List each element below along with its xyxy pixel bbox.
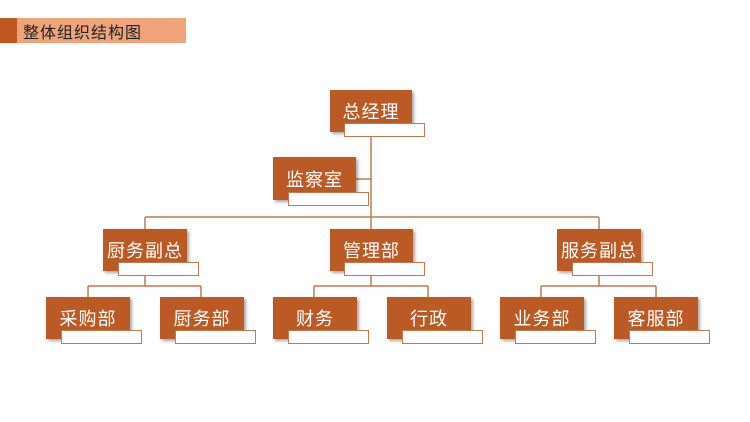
node-business-tag — [515, 330, 596, 344]
slide-title-bar: 整体组织结构图 — [0, 18, 186, 43]
node-finance-tag — [288, 330, 369, 344]
slide-title: 整体组织结构图 — [17, 18, 186, 43]
node-service-vp-tag — [572, 262, 653, 276]
node-admin-tag — [402, 330, 483, 344]
node-kitchen-tag — [175, 330, 256, 344]
node-supervision-tag — [288, 192, 369, 206]
node-purchasing-tag — [61, 330, 142, 344]
node-management-tag — [344, 262, 425, 276]
node-kitchen-vp-tag — [118, 262, 199, 276]
node-customer-service-tag — [629, 330, 710, 344]
node-ceo-tag — [344, 123, 425, 137]
node-kitchen-vp-label: 厨务副总 — [103, 229, 187, 271]
title-accent — [0, 18, 17, 43]
